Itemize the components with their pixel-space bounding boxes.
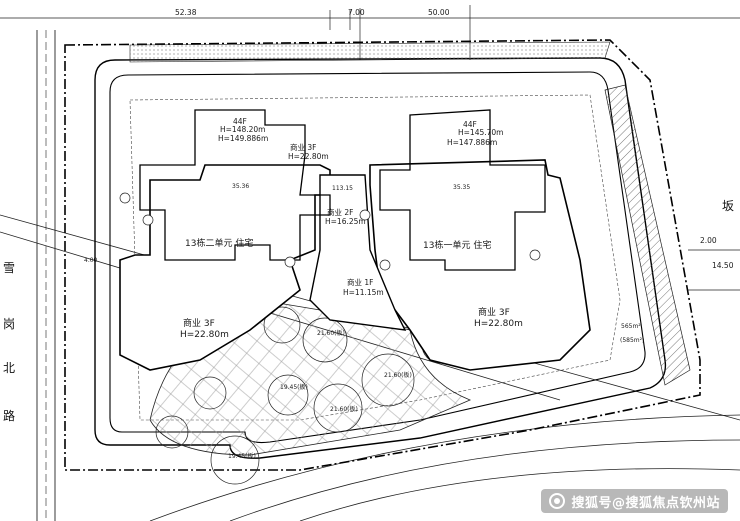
commercial-5-name: 商业 3F — [478, 306, 510, 318]
tower-left-footprint — [139, 109, 331, 261]
road-name-char-4: 路 — [3, 408, 15, 423]
area-label-2: (585m²) — [620, 337, 644, 344]
elevation-1: 21.60(板) — [317, 329, 345, 337]
road-name-char-3: 北 — [3, 361, 15, 375]
commercial-3-height: H=11.15m — [343, 288, 384, 297]
tower-left-height-1: H=148.20m — [220, 125, 265, 134]
commercial-5-height: H=22.80m — [474, 319, 523, 329]
tower-right-footprint — [379, 109, 546, 271]
tower-right-height-1: H=145.70m — [458, 128, 503, 137]
dim-inner-3: 35.35 — [453, 184, 470, 191]
tower-right-name: 13栋一单元 住宅 — [423, 239, 491, 251]
tower-right-floors: 44F — [463, 120, 477, 129]
trees — [155, 306, 459, 485]
left-road — [36, 30, 56, 521]
commercial-4-height: H=22.80m — [180, 330, 229, 340]
dimension-lines — [0, 5, 740, 291]
tower-left-height-2: H=149.886m — [218, 134, 268, 143]
dim-inner-2: 35.36 — [232, 183, 249, 190]
dim-left-a: 4.00 — [84, 257, 98, 264]
watermark-text: 搜狐号@搜狐焦点钦州站 — [571, 495, 720, 511]
commercial-2-name: 商业 2F — [327, 207, 353, 217]
dim-right-b: 2.00 — [700, 236, 717, 245]
tower-left-name: 13栋二单元 住宅 — [185, 237, 253, 249]
commercial-3-name: 商业 1F — [347, 277, 373, 287]
elevation-5: 19.45(板) — [228, 452, 256, 460]
dim-left-total: 52.38 — [175, 8, 197, 17]
elevation-3: 21.60(板) — [330, 405, 358, 413]
podium-center — [309, 174, 407, 331]
fire-lane-inner — [109, 71, 646, 444]
commercial-2-height: H=16.25m — [325, 217, 366, 226]
commercial-1-name: 商业 3F — [290, 142, 316, 152]
slope-hatch-right — [604, 84, 691, 386]
dim-top-a: 7.00 — [348, 8, 365, 17]
bottom-road — [149, 414, 740, 521]
dim-inner-1: 113.15 — [332, 185, 353, 192]
slope-hatch-top — [129, 41, 611, 63]
commercial-1-height: H=22.80m — [288, 152, 329, 161]
area-label-1: 565m² — [621, 323, 641, 330]
dim-top-b: 50.00 — [428, 8, 450, 17]
fire-lane-outer — [94, 57, 667, 459]
site-boundary — [64, 39, 701, 471]
tower-left-floors: 44F — [233, 117, 247, 126]
tower-right-height-2: H=147.886m — [447, 138, 497, 147]
sohu-logo-icon — [549, 493, 566, 509]
road-name-char-2: 岗 — [3, 317, 15, 331]
road-name-right: 坂 — [722, 199, 734, 213]
elevation-2: 21.60(板) — [384, 371, 412, 379]
commercial-4-name: 商业 3F — [183, 317, 215, 329]
dim-right-a: 14.50 — [712, 261, 734, 270]
elevation-4: 19.45(板) — [280, 383, 308, 391]
watermark: 搜狐号@搜狐焦点钦州站 — [541, 489, 728, 513]
road-name-char-1: 雪 — [3, 261, 15, 275]
axis-markers — [119, 192, 541, 271]
